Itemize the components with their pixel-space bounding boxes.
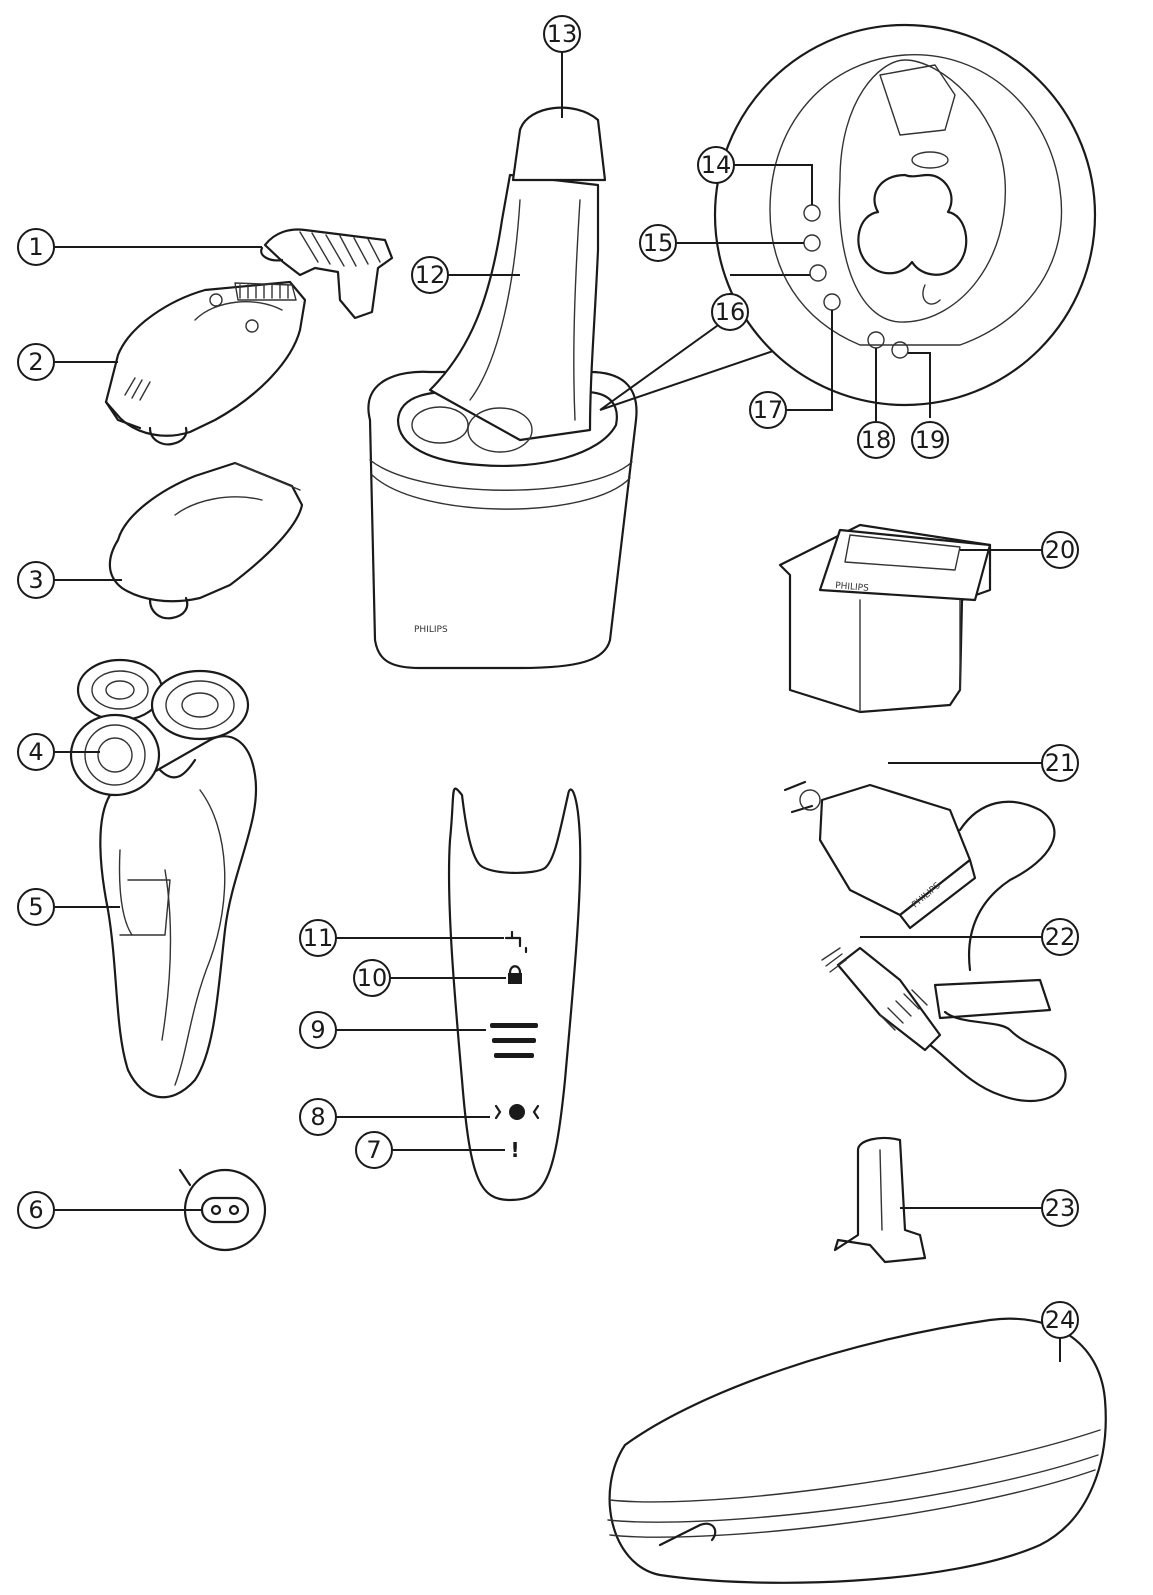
callout-20: 20	[1041, 531, 1079, 569]
callout-circle	[1041, 1301, 1079, 1339]
callout-23: 23	[1041, 1189, 1079, 1227]
callout-21: 21	[1041, 744, 1079, 782]
callout-circle	[299, 919, 337, 957]
callout-circle	[1041, 1189, 1079, 1227]
comb-attachment	[260, 228, 394, 320]
callout-16: 16	[711, 293, 749, 331]
callout-9: 9	[299, 1011, 337, 1049]
callout-number: 16	[715, 298, 746, 326]
callout-12: 12	[411, 256, 449, 294]
callout-circle	[711, 293, 749, 331]
callout-number: 3	[28, 566, 43, 594]
cleaning-station: PHILIPS	[367, 106, 821, 670]
callout-circle	[17, 343, 55, 381]
callout-number: 9	[310, 1016, 325, 1044]
callout-circle	[697, 146, 735, 184]
travel-case	[607, 1317, 1107, 1584]
callout-circle	[1041, 744, 1079, 782]
callout-2: 2	[17, 343, 55, 381]
shaver-plug	[821, 946, 942, 1052]
callout-circle	[1041, 531, 1079, 569]
station-brand-label: PHILIPS	[414, 625, 448, 635]
callout-number: 24	[1045, 1306, 1076, 1334]
callout-6: 6	[17, 1191, 55, 1229]
callout-number: 7	[366, 1136, 381, 1164]
callout-number: 22	[1045, 923, 1076, 951]
callout-18: 18	[857, 421, 895, 459]
callout-circle	[17, 888, 55, 926]
cartridge-brand-label: PHILIPS	[835, 581, 870, 594]
lock-icon	[508, 965, 522, 984]
shaver	[69, 658, 267, 1252]
callout-number: 4	[28, 738, 43, 766]
leader-lines	[54, 52, 1061, 1362]
callout-circle	[17, 561, 55, 599]
station-top-view	[713, 23, 1097, 407]
callout-11: 11	[299, 919, 337, 957]
shaver-display-panel: !	[447, 787, 582, 1202]
callout-number: 14	[701, 151, 732, 179]
callout-number: 21	[1045, 749, 1076, 777]
callout-number: 2	[28, 348, 43, 376]
callout-17: 17	[749, 391, 787, 429]
callout-13: 13	[543, 15, 581, 53]
callout-circle	[353, 959, 391, 997]
callout-circle	[911, 421, 949, 459]
callout-circle	[299, 1098, 337, 1136]
callout-circle	[411, 256, 449, 294]
callout-circle	[543, 15, 581, 53]
cleaning-cartridge: PHILIPS	[778, 523, 992, 714]
callout-number: 11	[303, 924, 334, 952]
callout-19: 19	[911, 421, 949, 459]
shaving-heads	[69, 658, 250, 797]
callout-10: 10	[353, 959, 391, 997]
power-adapter: PHILIPS	[783, 780, 1067, 1103]
callout-4: 4	[17, 733, 55, 771]
callout-number: 23	[1045, 1194, 1076, 1222]
callout-number: 5	[28, 893, 43, 921]
callout-circle	[639, 224, 677, 262]
callout-24: 24	[1041, 1301, 1079, 1339]
callout-number: 17	[753, 396, 784, 424]
callout-circle	[17, 228, 55, 266]
callout-number: 6	[28, 1196, 43, 1224]
callout-number: 15	[643, 229, 674, 257]
battery-bars-icon	[490, 1023, 538, 1058]
callout-3: 3	[17, 561, 55, 599]
callout-number: 10	[357, 964, 388, 992]
beard-trimmer-attachment	[104, 280, 307, 446]
shaver-holder	[833, 1136, 927, 1264]
callout-1: 1	[17, 228, 55, 266]
callout-14: 14	[697, 146, 735, 184]
callout-number: 20	[1045, 536, 1076, 564]
callout-circle	[299, 1011, 337, 1049]
callout-number: 19	[915, 426, 946, 454]
callout-8: 8	[299, 1098, 337, 1136]
callout-number: 13	[547, 20, 578, 48]
callout-circle	[355, 1131, 393, 1169]
precision-trimmer-attachment	[108, 461, 304, 620]
faucet-icon	[504, 930, 528, 954]
callout-7: 7	[355, 1131, 393, 1169]
callout-circle	[857, 421, 895, 459]
shaving-head-icon	[494, 1104, 540, 1120]
callout-circle	[1041, 918, 1079, 956]
callout-number: 8	[310, 1103, 325, 1131]
exclamation-icon: !	[510, 1138, 519, 1162]
callout-circle	[17, 733, 55, 771]
callout-number: 12	[415, 261, 446, 289]
callout-number: 1	[28, 233, 43, 261]
callout-circle	[17, 1191, 55, 1229]
callout-22: 22	[1041, 918, 1079, 956]
callout-15: 15	[639, 224, 677, 262]
callout-number: 18	[861, 426, 892, 454]
callout-circle	[749, 391, 787, 429]
callout-5: 5	[17, 888, 55, 926]
